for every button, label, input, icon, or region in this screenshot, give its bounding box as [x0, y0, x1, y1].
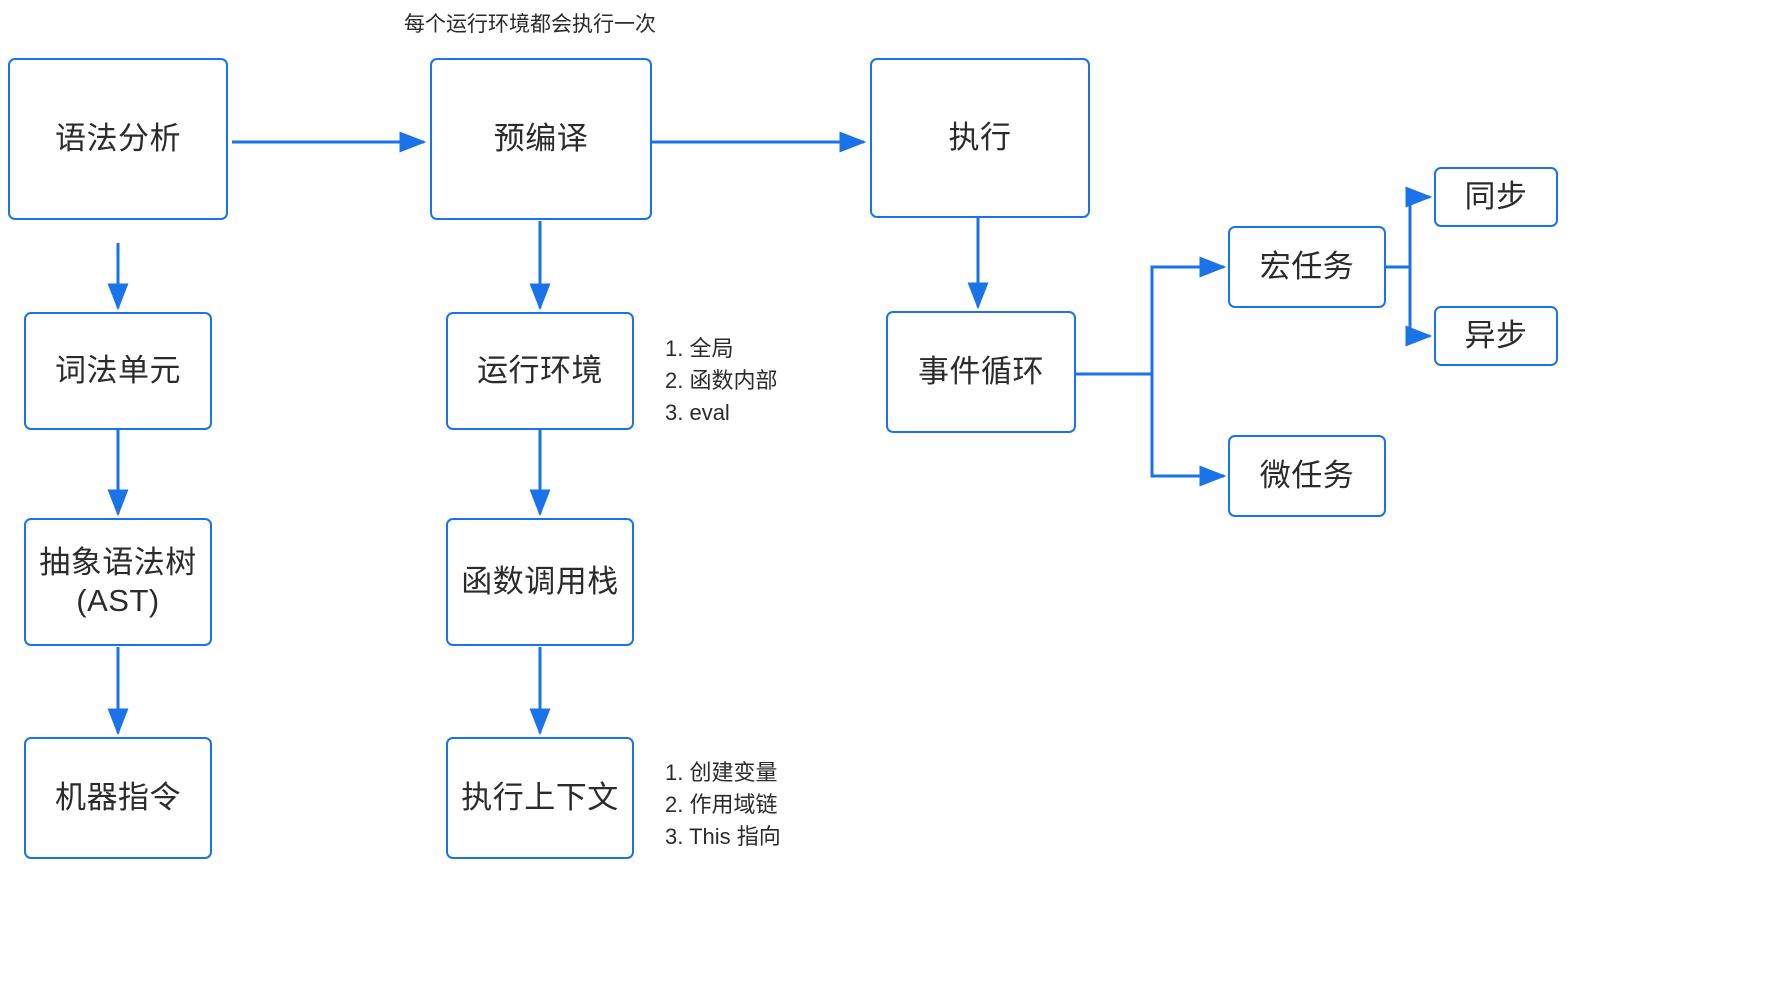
node-runtime-env[interactable]: 运行环境 — [446, 312, 634, 430]
node-syntax-analysis[interactable]: 语法分析 — [8, 58, 228, 220]
node-execute[interactable]: 执行 — [870, 58, 1090, 218]
diagram-title: 每个运行环境都会执行一次 — [404, 13, 656, 36]
note-execution-context-item-2: 2. 作用域链 — [665, 791, 778, 817]
note-runtime-env-item-2: 2. 函数内部 — [665, 367, 778, 393]
node-async[interactable]: 异步 — [1434, 306, 1558, 366]
edge-eventloop-to-macrotask — [1076, 256, 1227, 376]
edge-macrotask-to-sync — [1386, 186, 1433, 269]
note-execution-context: 1. 创建变量 2. 作用域链 3. This 指向 — [665, 757, 781, 853]
edge-eventloop-to-microtask — [1076, 372, 1227, 487]
node-micro-task[interactable]: 微任务 — [1228, 435, 1386, 517]
node-event-loop[interactable]: 事件循环 — [886, 311, 1076, 433]
node-machine-code[interactable]: 机器指令 — [24, 737, 212, 859]
node-call-stack[interactable]: 函数调用栈 — [446, 518, 634, 646]
note-runtime-env-item-3: 3. eval — [665, 399, 730, 425]
node-ast[interactable]: 抽象语法树 (AST) — [24, 518, 212, 646]
node-macro-task[interactable]: 宏任务 — [1228, 226, 1386, 308]
note-runtime-env: 1. 全局 2. 函数内部 3. eval — [665, 333, 777, 429]
node-precompile[interactable]: 预编译 — [430, 58, 652, 220]
note-runtime-env-item-1: 1. 全局 — [665, 336, 734, 361]
note-execution-context-item-1: 1. 创建变量 — [665, 760, 778, 785]
node-tokens[interactable]: 词法单元 — [24, 312, 212, 430]
node-sync[interactable]: 同步 — [1434, 167, 1558, 227]
note-execution-context-item-3: 3. This 指向 — [665, 823, 781, 849]
node-execution-context[interactable]: 执行上下文 — [446, 737, 634, 859]
edge-macrotask-to-async — [1386, 265, 1433, 347]
